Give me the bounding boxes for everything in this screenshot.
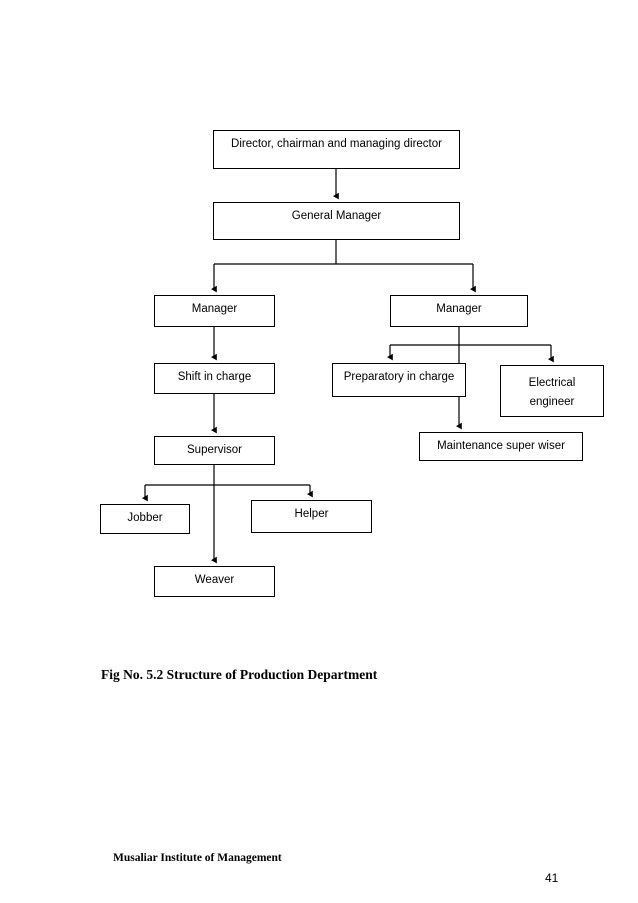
footer-page-number: 41 [545,871,559,885]
footer-organization: Musaliar Institute of Management [113,852,282,864]
node-maintenance-super-wiser[interactable]: Maintenance super wiser [419,432,583,461]
node-preparatory-in-charge[interactable]: Preparatory in charge [332,363,466,397]
node-director[interactable]: Director, chairman and managing director [213,130,460,169]
node-weaver[interactable]: Weaver [154,566,275,597]
figure-caption: Fig No. 5.2 Structure of Production Depa… [101,667,378,682]
node-helper[interactable]: Helper [251,500,372,533]
org-chart-connectors [142,169,554,564]
node-jobber[interactable]: Jobber [100,504,190,534]
node-electrical-engineer[interactable]: Electrical engineer [500,365,604,417]
node-shift-in-charge[interactable]: Shift in charge [154,363,275,394]
node-manager-right[interactable]: Manager [390,295,528,327]
node-general-manager[interactable]: General Manager [213,202,460,240]
node-supervisor[interactable]: Supervisor [154,436,275,465]
node-electrical-engineer-line2: engineer [529,396,575,408]
node-electrical-engineer-line1: Electrical [528,377,576,389]
node-manager-left[interactable]: Manager [154,295,275,327]
